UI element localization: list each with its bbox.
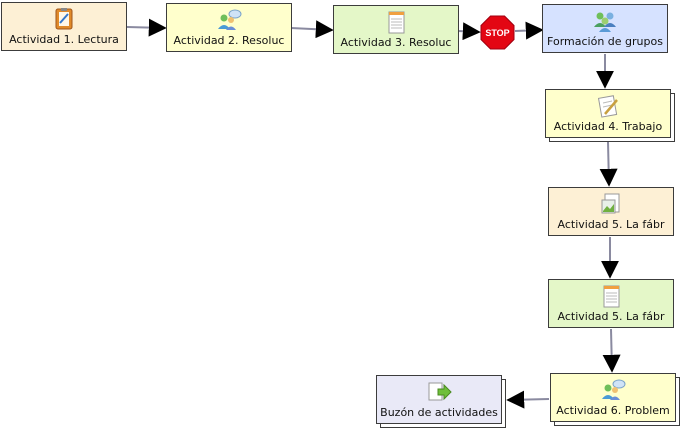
node-actividad-5b[interactable]: Actividad 5. La fábr [548, 279, 674, 328]
connector-act3-stop [457, 22, 481, 41]
node-label: Buzón de actividades [380, 406, 498, 419]
document-pencil-icon [597, 95, 618, 118]
image-document-icon [601, 193, 620, 214]
connector-act2-act3 [290, 20, 334, 39]
node-label: Actividad 4. Trabajo [553, 120, 663, 133]
stop-sign-icon: STOP [480, 15, 515, 50]
node-actividad-1[interactable]: Actividad 1. Lectura [1, 2, 127, 51]
node-actividad-2[interactable]: Actividad 2. Resoluc [166, 3, 292, 52]
node-actividad-6[interactable]: Actividad 6. Problem [550, 373, 676, 422]
node-actividad-4[interactable]: Actividad 4. Trabajo [545, 89, 671, 138]
group-chat-icon [218, 9, 242, 30]
node-label: Formación de grupos [547, 35, 663, 48]
connector-stop-grupos [514, 21, 544, 40]
connector-act4-act5a [599, 141, 618, 187]
node-label: Actividad 5. La fábr [557, 218, 665, 231]
notepad-icon [603, 285, 620, 308]
users-group-icon [594, 12, 616, 32]
node-buzon-actividades[interactable]: Buzón de actividades [376, 375, 502, 424]
node-formacion-grupos[interactable]: Formación de grupos [542, 4, 668, 53]
node-label: Actividad 1. Lectura [9, 33, 119, 46]
stop-node[interactable]: STOP [480, 15, 515, 50]
clipboard-icon [55, 8, 73, 30]
notepad-icon [388, 11, 405, 34]
connector-act5b-act6 [602, 328, 621, 373]
connector-act1-act2 [125, 18, 167, 37]
group-chat-icon [602, 379, 626, 400]
node-actividad-3[interactable]: Actividad 3. Resoluc [333, 5, 459, 54]
node-label: Actividad 2. Resoluc [173, 34, 285, 47]
node-label: Actividad 6. Problem [556, 404, 670, 417]
node-label: Actividad 3. Resoluc [340, 36, 452, 49]
stop-label: STOP [485, 28, 509, 38]
connector-act6-buzon [506, 390, 550, 409]
submit-box-icon [428, 382, 452, 401]
node-label: Actividad 5. La fábr [557, 310, 665, 323]
node-actividad-5a[interactable]: Actividad 5. La fábr [548, 187, 674, 236]
